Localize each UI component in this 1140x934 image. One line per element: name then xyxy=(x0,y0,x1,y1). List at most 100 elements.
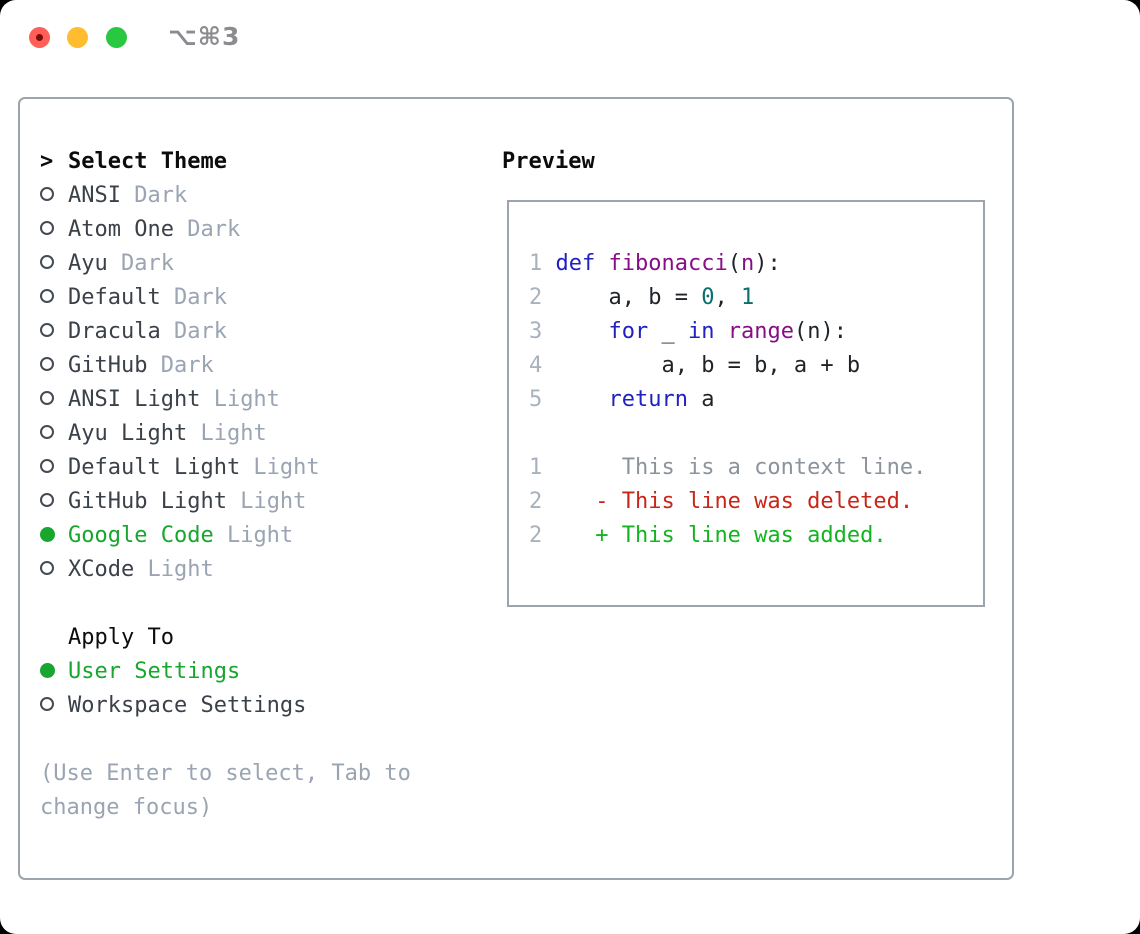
line-number: 2 xyxy=(529,523,556,548)
token-plain: _ xyxy=(648,319,688,344)
token-added: + This line was added. xyxy=(555,523,887,548)
radio-unselected-icon xyxy=(40,561,54,575)
close-button[interactable] xyxy=(29,27,50,48)
theme-option-default[interactable]: Default Dark xyxy=(40,281,411,315)
radio-marker xyxy=(40,315,68,349)
token-plain xyxy=(556,319,609,344)
theme-name: Atom One xyxy=(68,217,174,242)
radio-unselected-icon xyxy=(40,357,54,371)
apply-option-workspace-settings[interactable]: Workspace Settings xyxy=(40,689,411,723)
titlebar: ⌥⌘3 xyxy=(0,0,1140,96)
radio-selected-icon xyxy=(40,662,55,678)
theme-name: GitHub Light xyxy=(68,489,227,514)
theme-option-ansi[interactable]: ANSI Dark xyxy=(40,179,411,213)
code-line: 1 def fibonacci(n): xyxy=(529,247,983,281)
theme-name: ANSI xyxy=(68,183,121,208)
theme-option-xcode[interactable]: XCode Light xyxy=(40,553,411,587)
token-plain: a, b = xyxy=(555,285,702,310)
theme-option-github-light[interactable]: GitHub Light Light xyxy=(40,485,411,519)
line-number: 5 xyxy=(529,387,556,412)
token-plain xyxy=(714,319,727,344)
radio-marker xyxy=(40,519,68,553)
theme-variant-badge: Light xyxy=(226,489,307,514)
theme-variant-badge: Light xyxy=(213,523,294,548)
token-plain: , xyxy=(714,285,741,310)
theme-name: ANSI Light xyxy=(68,387,201,412)
code-line xyxy=(529,417,983,451)
token-plain xyxy=(556,387,609,412)
token-plain: ): xyxy=(754,251,781,276)
radio-unselected-icon xyxy=(40,255,54,269)
code-line: 2 + This line was added. xyxy=(529,519,983,553)
code-line: 2 a, b = 0, 1 xyxy=(529,281,983,315)
theme-option-ansi-light[interactable]: ANSI Light Light xyxy=(40,383,411,417)
keyboard-hint-line: (Use Enter to select, Tab to xyxy=(40,761,411,786)
window-title-shortcut: ⌥⌘3 xyxy=(168,22,241,51)
radio-marker xyxy=(40,213,68,247)
minimize-button[interactable] xyxy=(67,27,88,48)
theme-option-default-light[interactable]: Default Light Light xyxy=(40,451,411,485)
select-theme-header: Select Theme xyxy=(68,149,227,174)
spacer xyxy=(40,587,411,621)
radio-marker xyxy=(40,689,68,723)
theme-name: Ayu Light xyxy=(68,421,188,446)
token-function: range xyxy=(727,319,794,344)
code-line: 3 for _ in range(n): xyxy=(529,315,983,349)
keyboard-hint-line: change focus) xyxy=(40,795,213,820)
line-number: 3 xyxy=(529,319,556,344)
radio-marker xyxy=(40,655,68,689)
theme-option-atom-one[interactable]: Atom One Dark xyxy=(40,213,411,247)
token-plain: ( xyxy=(727,251,741,276)
token-plain xyxy=(595,251,608,276)
theme-name: Google Code xyxy=(68,523,214,548)
theme-variant-badge: Dark xyxy=(120,183,188,208)
line-number: 1 xyxy=(529,251,556,276)
token-keyword: in xyxy=(687,319,715,344)
cursor-icon: > xyxy=(40,149,54,174)
token-keyword: def xyxy=(555,251,596,276)
radio-unselected-icon xyxy=(40,697,54,711)
theme-option-ayu[interactable]: Ayu Dark xyxy=(40,247,411,281)
theme-name: XCode xyxy=(68,557,135,582)
theme-option-google-code[interactable]: Google Code Light xyxy=(40,519,411,553)
theme-variant-badge: Light xyxy=(240,455,320,480)
theme-variant-badge: Light xyxy=(200,387,280,412)
theme-variant-badge: Light xyxy=(134,557,214,582)
theme-option-ayu-light[interactable]: Ayu Light Light xyxy=(40,417,411,451)
token-plain: (n): xyxy=(793,319,847,344)
token-number: 0 xyxy=(701,285,715,310)
line-number: 2 xyxy=(529,285,556,310)
radio-unselected-icon xyxy=(40,493,54,507)
keyboard-hint: (Use Enter to select, Tab to change focus… xyxy=(40,757,411,825)
radio-unselected-icon xyxy=(40,425,54,439)
theme-variant-badge: Dark xyxy=(160,319,227,344)
radio-unselected-icon xyxy=(40,459,54,473)
apply-option-user-settings[interactable]: User Settings xyxy=(40,655,411,689)
code-line: 1 This is a context line. xyxy=(529,451,983,485)
radio-marker xyxy=(40,281,68,315)
line-number: 2 xyxy=(529,489,556,514)
maximize-button[interactable] xyxy=(106,27,127,48)
theme-option-dracula[interactable]: Dracula Dark xyxy=(40,315,411,349)
theme-option-github[interactable]: GitHub Dark xyxy=(40,349,411,383)
apply-option-label: Workspace Settings xyxy=(68,693,307,718)
theme-name: Ayu xyxy=(68,251,108,276)
apply-option-label: User Settings xyxy=(68,659,241,684)
apply-to-header-row: Apply To xyxy=(40,621,411,655)
select-theme-header-row: > Select Theme xyxy=(40,145,411,179)
radio-marker xyxy=(40,179,68,213)
token-function: fibonacci xyxy=(608,251,728,276)
code-line: 2 - This line was deleted. xyxy=(529,485,983,519)
radio-unselected-icon xyxy=(40,289,54,303)
token-deleted: - This line was deleted. xyxy=(555,489,914,514)
spacer xyxy=(40,723,411,757)
code-line: 5 return a xyxy=(529,383,983,417)
theme-variant-badge: Dark xyxy=(160,285,227,310)
line-number: 4 xyxy=(529,353,556,378)
